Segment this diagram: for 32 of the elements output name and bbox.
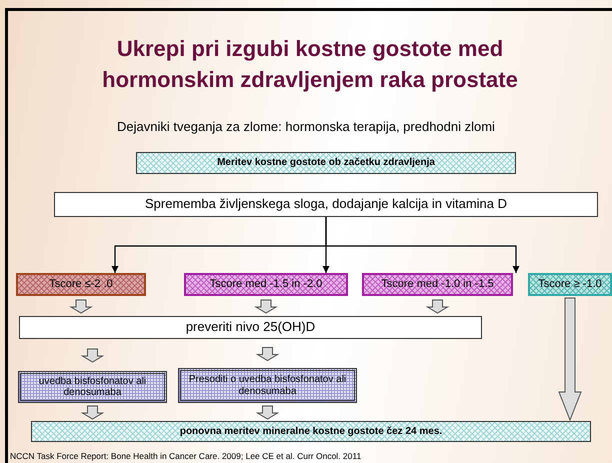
process-box: [19, 316, 482, 339]
subtitle: Dejavniki tveganja za zlome: hormonska terapija, predhodni zlomi: [116, 119, 496, 134]
treatment-box: [18, 371, 167, 403]
tscore-box: [184, 273, 348, 296]
block-arrow: [558, 298, 582, 422]
tscore-box: [528, 273, 612, 296]
slide-title: Ukrepi pri izgubi kostne gostote med hormonskim zdravljenjem raka prostate: [101, 35, 519, 94]
box-text: Tscore ≥ -1.0: [538, 278, 602, 291]
block-arrow: [256, 347, 280, 362]
process-box: [54, 192, 598, 217]
box-text: preveriti nivo 25(OH)D: [186, 320, 316, 335]
box-text: ponovna meritev mineralne kostne gostote čez 24 mes.: [180, 426, 442, 438]
measurement-box: [31, 421, 591, 442]
arrow: [325, 217, 520, 273]
block-arrow: [69, 300, 93, 314]
box-text: Tscore med -1.0 in -1.5: [381, 278, 494, 291]
block-arrow: [80, 406, 104, 420]
box-text: Sprememba življenskega sloga, dodajanje kalcija in vitamina D: [144, 197, 508, 212]
tscore-box: [362, 273, 513, 296]
block-arrow: [426, 300, 450, 314]
box-text: uvedba bisfosfonatov ali denosumaba: [38, 376, 148, 398]
measurement-box: [136, 152, 516, 174]
box-text: Presoditi o uvedba bisfosfonatov ali denosumaba: [188, 374, 348, 397]
block-arrow: [254, 300, 278, 314]
block-arrow: [80, 348, 104, 363]
treatment-box: [178, 368, 357, 403]
box-text: Meritev kostne gostote ob začetku zdravljenja: [217, 157, 435, 169]
block-arrow: [256, 406, 280, 420]
tscore-box: [16, 273, 146, 296]
box-text: Tscore ≤-2 .0: [49, 278, 113, 291]
reference-note: NCCN Task Force Report: Bone Health in Cancer Care. 2009; Lee CE et al. Curr Oncol. 2011: [10, 451, 362, 461]
box-text: Tscore med -1.5 in -2.0: [210, 278, 322, 291]
